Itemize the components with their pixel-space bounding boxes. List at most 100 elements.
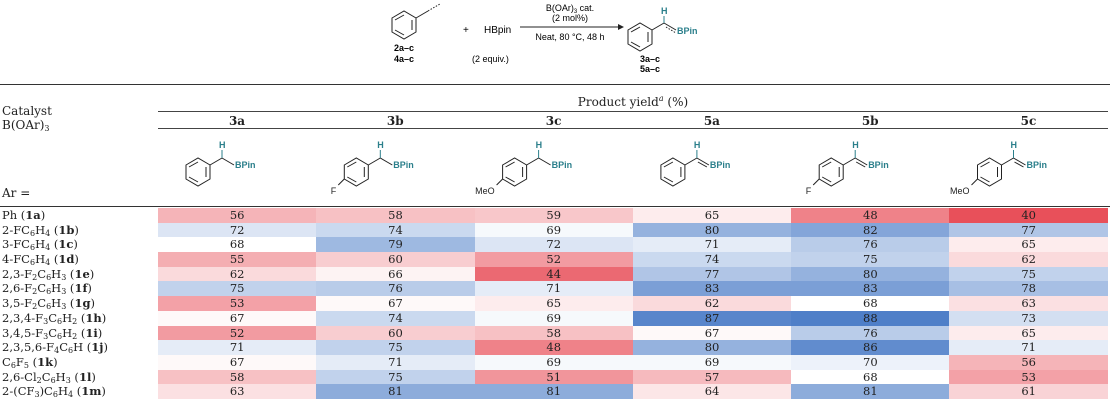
yield-cell-5c: 63 — [949, 296, 1108, 311]
catalyst-condition: B(OAr)3 cat. — [546, 3, 594, 15]
yield-cell-3b: 74 — [316, 222, 475, 238]
yield-cell-3b: 60 — [316, 325, 475, 341]
yield-cell-5a: 57 — [632, 369, 792, 385]
yield-cell-5b: 83 — [791, 281, 950, 297]
table-header-bottom-rule — [0, 206, 1110, 207]
row-label: 4-FC6H4 (1d) — [2, 252, 79, 268]
yield-cell-3c: 69 — [474, 354, 633, 370]
structure-3b — [337, 150, 393, 187]
product-label-2: 5a–c — [640, 64, 660, 74]
row-label: 2,6-Cl2C6H3 (1l) — [2, 369, 96, 385]
yield-cell-3c: 65 — [474, 296, 633, 311]
yield-cell-5b: 76 — [791, 325, 950, 341]
yield-cell-3a: 55 — [158, 252, 317, 267]
row-label: 3,4,5-F3C6H2 (1i) — [2, 325, 103, 341]
catalyst-header-line1: Catalyst — [2, 104, 52, 118]
column-header-5c: 5c — [1020, 114, 1037, 128]
yield-cell-5b: 86 — [791, 340, 950, 355]
yield-cell-5c: 61 — [949, 384, 1108, 399]
yield-cell-3c: 71 — [474, 281, 633, 297]
yield-cell-3a: 67 — [158, 354, 317, 370]
yield-cell-3a: 52 — [158, 325, 317, 341]
row-label: C6F5 (1k) — [2, 354, 58, 370]
yield-cell-5c: 75 — [949, 266, 1108, 282]
structure-h-label: H — [377, 140, 384, 150]
reaction-conditions: Neat, 80 °C, 48 h — [535, 32, 604, 42]
yield-cell-5c: 40 — [949, 208, 1108, 223]
yield-cell-3a: 75 — [158, 281, 317, 297]
reaction-scheme: 2a–c 4a–c + HBpin (2 equiv.) B(OAr)3 cat… — [391, 3, 698, 74]
reactant-label-2: 4a–c — [394, 54, 414, 64]
structure-bpin-label: BPin — [235, 160, 256, 170]
product-yield-header: Product yielda (%) — [577, 94, 689, 110]
yield-cell-5b: 68 — [791, 296, 950, 311]
structure-substituent-label: F — [331, 186, 337, 196]
catalyst-loading: (2 mol%) — [552, 13, 588, 23]
yield-cell-3b: 79 — [316, 237, 475, 253]
structure-h-label: H — [1011, 140, 1018, 150]
yield-cell-3a: 63 — [158, 384, 317, 399]
row-label: 3-FC6H4 (1c) — [2, 237, 78, 253]
structure-h-label: H — [694, 140, 701, 150]
yield-cell-5a: 80 — [632, 222, 792, 238]
yield-cell-3a: 67 — [158, 310, 317, 326]
structure-h-label: H — [536, 140, 543, 150]
table-top-rule — [0, 84, 1110, 85]
yield-cell-5b: 80 — [791, 266, 950, 282]
yield-cell-5b: 70 — [791, 354, 950, 370]
yield-cell-5a: 87 — [632, 310, 792, 326]
yield-cell-5c: 73 — [949, 310, 1108, 326]
reactant-label: 2a–c — [394, 43, 414, 53]
yield-cell-3a: 53 — [158, 296, 317, 311]
row-label: 2,3,5,6-F4C6H (1j) — [2, 340, 108, 356]
arrow-head — [618, 24, 624, 30]
yield-cell-3b: 60 — [316, 252, 475, 267]
row-label: Ph (1a) — [2, 208, 46, 222]
product-header-rule — [158, 111, 1108, 112]
yield-cell-5c: 65 — [949, 237, 1108, 253]
yield-cell-5a: 64 — [632, 384, 792, 399]
catalyst-header: Catalyst B(OAr)3 — [2, 104, 52, 133]
yield-cell-3b: 74 — [316, 310, 475, 326]
yield-cell-3b: 75 — [316, 369, 475, 385]
plus-sign: + — [463, 25, 469, 36]
yield-cell-5c: 71 — [949, 340, 1108, 355]
yield-cell-5a: 62 — [632, 296, 792, 311]
column-header-3c: 3c — [545, 114, 562, 128]
structure-5c — [971, 150, 1026, 187]
yield-cell-5c: 77 — [949, 222, 1108, 238]
yield-cell-5b: 48 — [791, 208, 950, 223]
structure-h-label: H — [852, 140, 859, 150]
structure-bpin-label: BPin — [868, 160, 889, 170]
column-header-3a: 3a — [228, 114, 246, 128]
yield-cell-3a: 68 — [158, 237, 317, 253]
yield-cell-3b: 71 — [316, 354, 475, 370]
row-label: 3,5-F2C6H3 (1g) — [2, 296, 95, 312]
yield-cell-3c: 58 — [474, 325, 633, 341]
yield-cell-5c: 53 — [949, 369, 1108, 385]
phenylacetylene-structure — [391, 3, 441, 40]
structure-h-label: H — [219, 140, 226, 150]
ar-label: Ar = — [2, 186, 31, 200]
column-header-rule — [158, 128, 1108, 129]
structure-substituent-label: MeO — [475, 186, 495, 196]
yield-cell-3b: 58 — [316, 208, 475, 223]
yield-cell-5b: 81 — [791, 384, 950, 399]
yield-cell-3a: 62 — [158, 266, 317, 282]
product-bpin-label: BPin — [677, 26, 698, 36]
yield-cell-5a: 74 — [632, 252, 792, 267]
